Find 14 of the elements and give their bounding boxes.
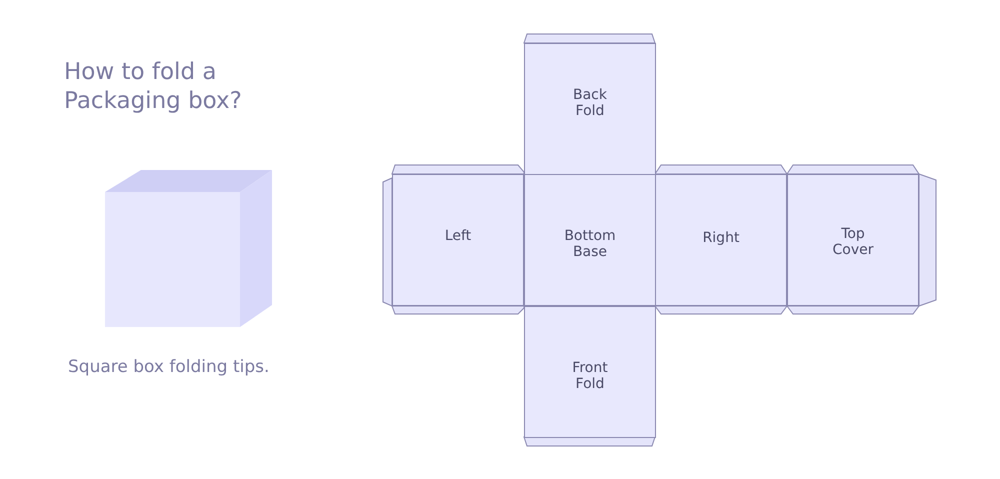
title: How to fold a Packaging box?	[64, 58, 243, 116]
caption-text: Square box folding tips.	[68, 357, 270, 377]
panel-label: Back Fold	[572, 87, 608, 119]
panel-label: Left	[444, 228, 472, 244]
panel-label: Top Cover	[832, 226, 874, 258]
panel-label: Front Fold	[571, 360, 609, 392]
panel-label: Bottom Base	[563, 228, 617, 260]
box-panel	[392, 174, 524, 306]
box-panel	[524, 174, 656, 306]
panel-label: Right	[702, 230, 740, 246]
box-panel	[524, 306, 656, 438]
box-panel	[655, 174, 787, 306]
box-panel	[524, 43, 656, 175]
box-panel	[787, 174, 919, 306]
